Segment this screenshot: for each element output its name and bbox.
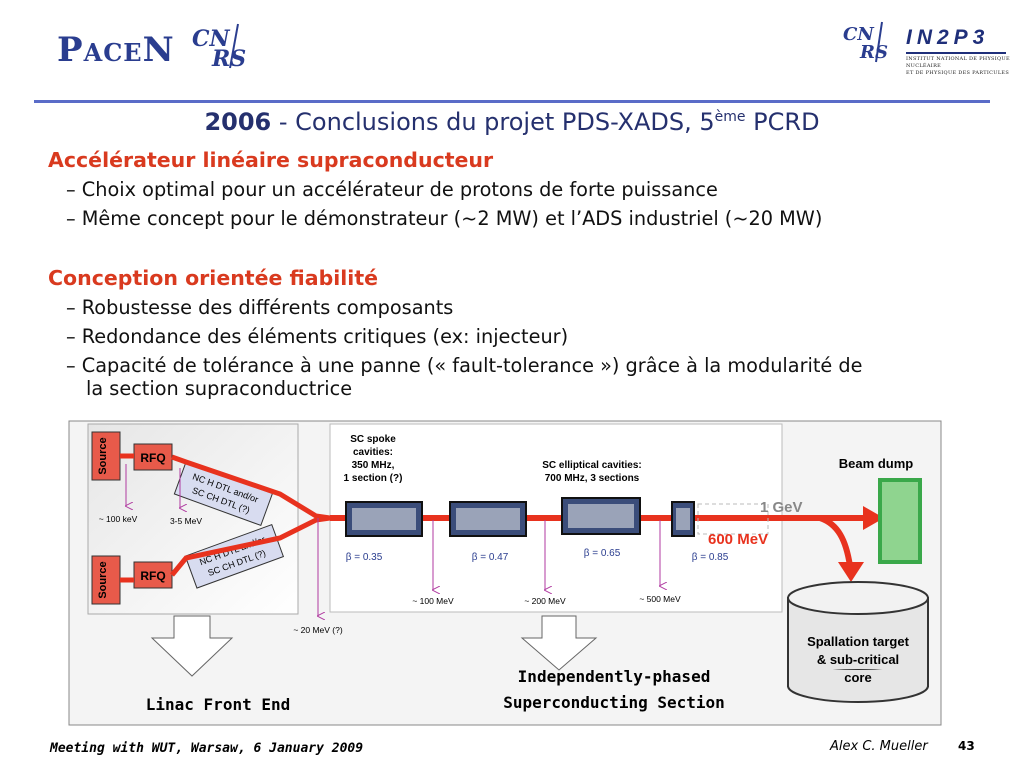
cnrs-letters-rs: RS (211, 46, 246, 72)
bullet-2: – Même concept pour le démonstrateur (~2… (66, 207, 823, 230)
rfq-top-label: RFQ (140, 451, 165, 465)
target-line2: & sub-critical (817, 652, 899, 667)
pacen-logo: PACEN (57, 30, 175, 70)
rfq-bottom-label: RFQ (140, 569, 165, 583)
beam-bottom (170, 515, 331, 577)
source-top-label: Source (97, 437, 109, 474)
in2p3-underline (906, 52, 1006, 54)
energy-600mev-label: 600 MeV (708, 531, 768, 548)
label-20mev: ~ 20 MeV (?) (293, 625, 343, 635)
beta-047: β = 0.47 (472, 552, 509, 563)
beta-035: β = 0.35 (346, 552, 383, 563)
target-line1: Spallation target (807, 634, 910, 649)
label-100mev: ~ 100 MeV (412, 596, 454, 606)
header-divider (34, 100, 990, 103)
title-tail: PCRD (745, 108, 820, 136)
cnrs-letters-rs-right: RS (859, 42, 888, 63)
energy-1gev-label: 1 GeV (760, 499, 803, 516)
in2p3-subtitle-line1: Institut National de Physique Nucléaire (906, 56, 1010, 69)
cryomodule-elliptical-3 (671, 501, 695, 537)
cryomodule-elliptical-1 (449, 501, 527, 537)
page-number: 43 (958, 739, 975, 753)
in2p3-logo: IN2P3 (906, 26, 990, 49)
cnrs-logo-left: CN RS (192, 23, 246, 72)
in2p3-subtitle-line2: et de Physique des Particules (906, 70, 1010, 76)
beam-dump-box (878, 478, 922, 564)
spoke-line3: 350 MHz, (352, 460, 395, 471)
title-sup: ème (714, 109, 746, 125)
label-200mev: ~ 200 MeV (524, 596, 566, 606)
spoke-line1: SC spoke (350, 434, 396, 445)
elliptical-line2: 700 MHz, 3 sections (545, 473, 640, 484)
beam-top (171, 454, 331, 521)
rfq-top (133, 443, 173, 471)
cryomodule-spoke (345, 501, 423, 537)
cnrs-logo-right: CN RS (843, 21, 888, 63)
label-500mev: ~ 500 MeV (639, 594, 681, 604)
section-heading-reliability: Conception orientée fiabilité (48, 266, 379, 290)
source-top: Source (91, 431, 121, 481)
hollow-arrow-sc-section (520, 615, 598, 671)
bullet-3: – Robustesse des différents composants (66, 296, 454, 319)
beam-to-target (818, 515, 853, 567)
section-heading-linac: Accélérateur linéaire supraconducteur (48, 148, 494, 172)
beta-065: β = 0.65 (584, 548, 621, 559)
label-linac-front-end: Linac Front End (146, 695, 291, 714)
target-line3: core (844, 670, 871, 685)
source-bottom-label: Source (97, 561, 109, 598)
bullet-1: – Choix optimal pour un accélérateur de … (66, 178, 718, 201)
spoke-line2: cavities: (353, 447, 393, 458)
cryomodule-elliptical-2 (561, 497, 641, 535)
label-100kev: ~ 100 keV (99, 514, 138, 524)
beam-dump-label: Beam dump (839, 456, 913, 471)
label-sc-section-line2: Superconducting Section (503, 693, 725, 712)
source-bottom: Source (91, 555, 121, 605)
accelerator-diagram: Source Source RFQ RFQ NC H DTL and/or SC… (68, 420, 942, 726)
spoke-line4: 1 section (?) (344, 473, 403, 484)
spallation-target: Spallation target & sub-critical core (787, 581, 929, 703)
beam-arrow-target (838, 562, 864, 582)
rfq-bottom (133, 561, 173, 589)
bullet-4: – Redondance des éléments critiques (ex:… (66, 325, 569, 348)
in2p3-subtitle: Institut National de Physique Nucléaire … (906, 56, 1010, 77)
elliptical-line1: SC elliptical cavities: (542, 460, 642, 471)
beta-085: β = 0.85 (692, 552, 729, 563)
label-sc-section-line1: Independently-phased (518, 667, 711, 686)
title-year: 2006 (204, 108, 272, 136)
footer-author: Alex C. Mueller (830, 739, 928, 754)
bullet-5-cont: la section supraconductrice (86, 377, 353, 400)
cnrs-letters-cn: CN (192, 26, 231, 52)
label-3-5mev: 3-5 MeV (170, 516, 202, 526)
hollow-arrow-front-end (150, 615, 234, 677)
cnrs-letters-cn-right: CN (843, 24, 875, 45)
footer-meeting: Meeting with WUT, Warsaw, 6 January 2009 (50, 741, 364, 756)
cryomodule-ghost (697, 503, 769, 535)
bullet-5: – Capacité de tolérance à une panne (« f… (66, 354, 863, 377)
title-text: - Conclusions du projet PDS-XADS, 5 (271, 108, 715, 136)
slide-title: 2006 - Conclusions du projet PDS-XADS, 5… (0, 108, 1024, 136)
beam-arrow-dump (863, 506, 884, 530)
